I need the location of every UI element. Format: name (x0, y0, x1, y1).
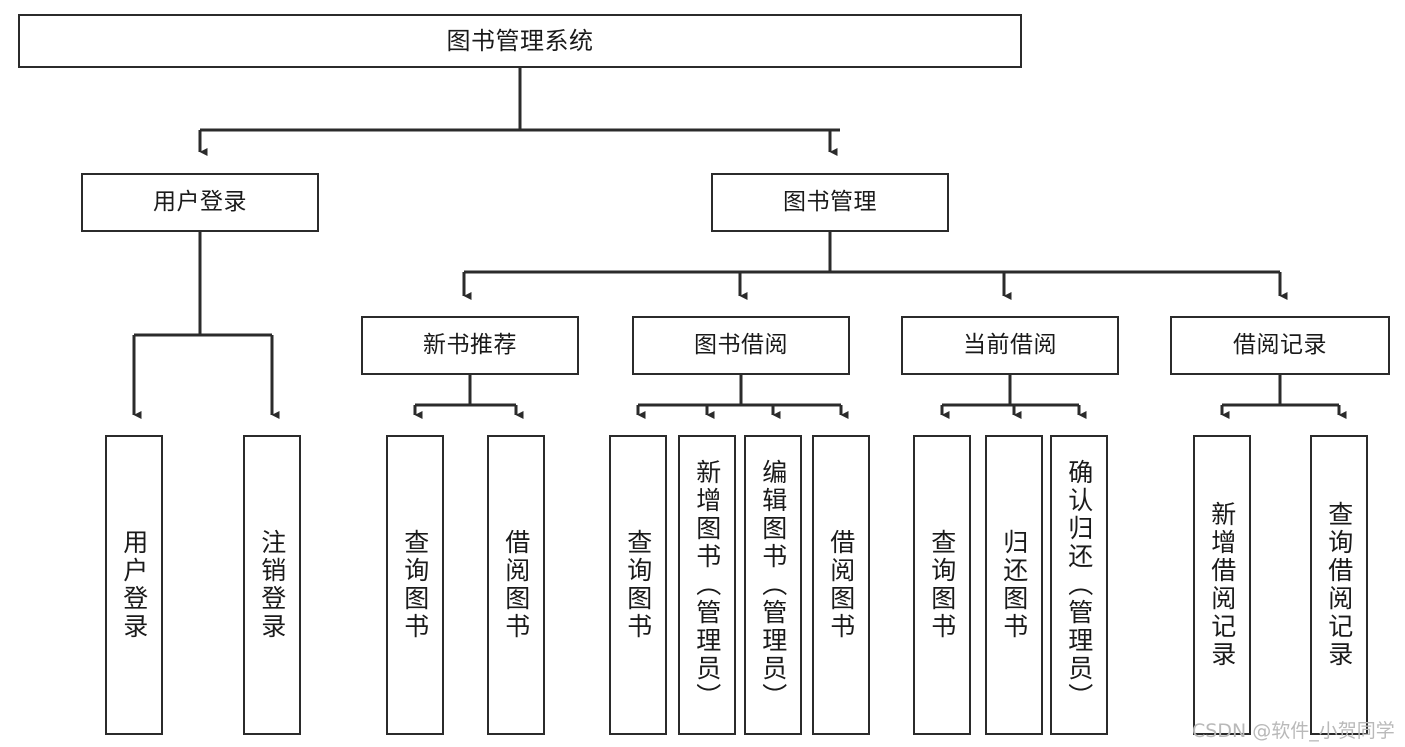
node-book-manage[interactable]: 图书管理 (711, 173, 949, 232)
node-leaf-borrow-book-1[interactable]: 借阅图书 (487, 435, 545, 735)
node-root-system[interactable]: 图书管理系统 (18, 14, 1022, 68)
csdn-watermark: CSDN @软件_小贺同学 (1192, 720, 1395, 742)
node-leaf-confirm-return-admin[interactable]: 确认归还（管理员） (1050, 435, 1108, 735)
node-leaf-return-book[interactable]: 归还图书 (985, 435, 1043, 735)
node-leaf-add-borrow-record[interactable]: 新增借阅记录 (1193, 435, 1251, 735)
node-leaf-logout-label: 注销登录 (257, 529, 287, 641)
node-leaf-borrow-book-2-label: 借阅图书 (826, 529, 856, 641)
node-leaf-borrow-book-1-label: 借阅图书 (501, 529, 531, 641)
node-leaf-query-book-2[interactable]: 查询图书 (609, 435, 667, 735)
node-leaf-confirm-return-admin-label: 确认归还（管理员） (1064, 459, 1094, 711)
node-leaf-query-book-2-label: 查询图书 (623, 529, 653, 641)
node-leaf-edit-book-admin-label: 编辑图书（管理员） (758, 459, 788, 711)
node-leaf-query-borrow-record-label: 查询借阅记录 (1324, 501, 1354, 669)
node-book-borrow-label: 图书借阅 (694, 331, 788, 358)
node-leaf-edit-book-admin[interactable]: 编辑图书（管理员） (744, 435, 802, 735)
node-leaf-borrow-book-2[interactable]: 借阅图书 (812, 435, 870, 735)
node-book-manage-label: 图书管理 (783, 188, 877, 215)
node-current-borrow[interactable]: 当前借阅 (901, 316, 1119, 375)
node-leaf-query-book-3[interactable]: 查询图书 (913, 435, 971, 735)
node-new-book-recommend-label: 新书推荐 (423, 331, 517, 358)
node-leaf-user-login-label: 用户登录 (119, 529, 149, 641)
node-leaf-query-book-1-label: 查询图书 (400, 529, 430, 641)
node-leaf-add-book-admin-label: 新增图书（管理员） (692, 459, 722, 711)
node-user-login[interactable]: 用户登录 (81, 173, 319, 232)
node-root-system-label: 图书管理系统 (446, 26, 594, 55)
node-borrow-record[interactable]: 借阅记录 (1170, 316, 1390, 375)
node-leaf-logout[interactable]: 注销登录 (243, 435, 301, 735)
node-leaf-query-borrow-record[interactable]: 查询借阅记录 (1310, 435, 1368, 735)
node-leaf-add-book-admin[interactable]: 新增图书（管理员） (678, 435, 736, 735)
node-borrow-record-label: 借阅记录 (1233, 331, 1327, 358)
node-new-book-recommend[interactable]: 新书推荐 (361, 316, 579, 375)
node-user-login-label: 用户登录 (153, 188, 247, 215)
node-current-borrow-label: 当前借阅 (963, 331, 1057, 358)
node-leaf-query-book-1[interactable]: 查询图书 (386, 435, 444, 735)
node-leaf-add-borrow-record-label: 新增借阅记录 (1207, 501, 1237, 669)
node-leaf-query-book-3-label: 查询图书 (927, 529, 957, 641)
node-book-borrow[interactable]: 图书借阅 (632, 316, 850, 375)
node-leaf-return-book-label: 归还图书 (999, 529, 1029, 641)
node-leaf-user-login[interactable]: 用户登录 (105, 435, 163, 735)
